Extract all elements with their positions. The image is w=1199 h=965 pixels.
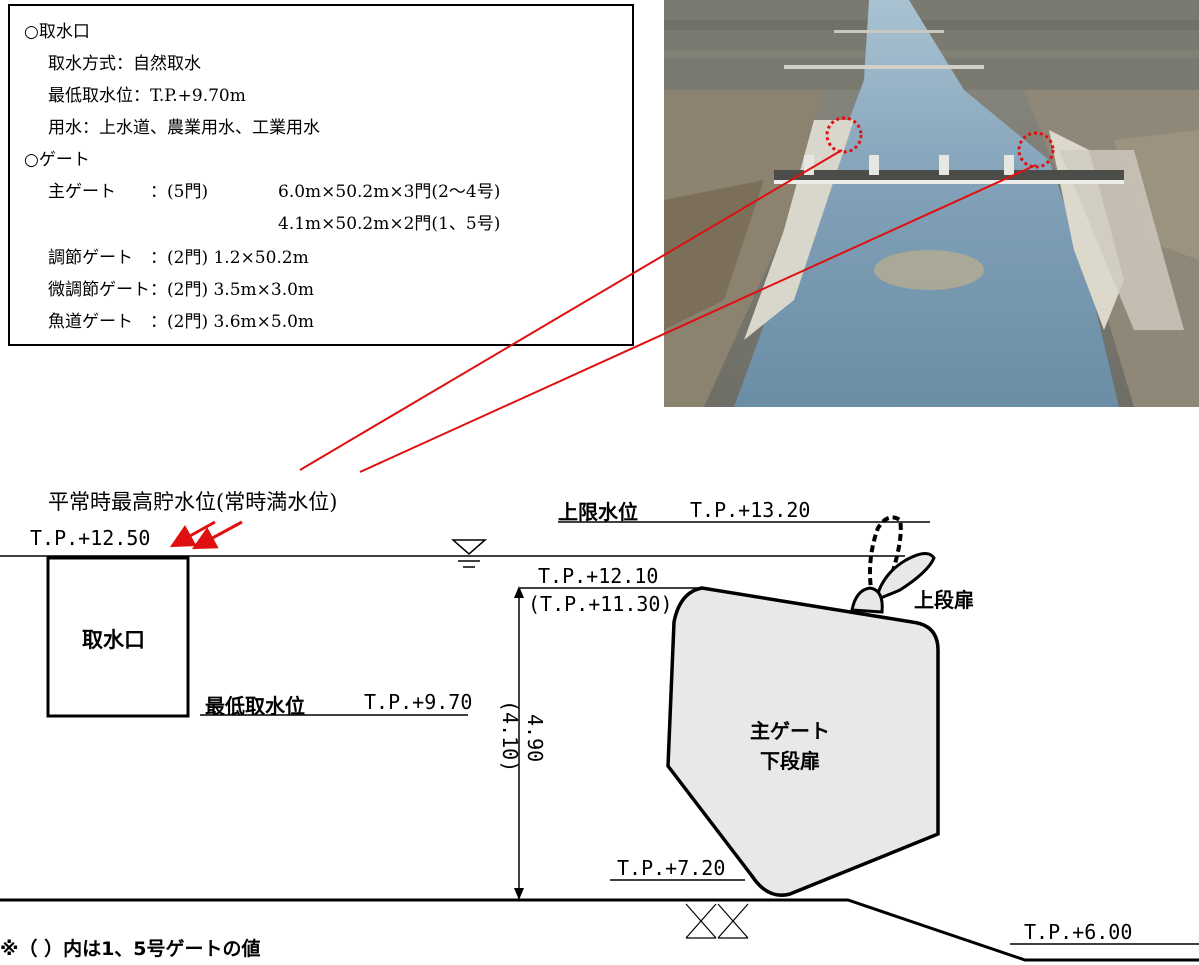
fishway-gate: 魚道ゲート ：(2門) 3.6m×5.0m [48, 312, 315, 332]
lower-gate-label: 下段扉 [760, 749, 820, 773]
footnote: ※（ ）内は1、5号ゲートの値 [0, 938, 261, 960]
intake-method: 取水方式：自然取水 [48, 54, 201, 74]
upper-limit-label: 上限水位 [558, 500, 638, 524]
main-gate-body [666, 586, 940, 897]
leader-line-left [299, 149, 843, 471]
tp720-label: T.P.+7.20 [617, 856, 726, 880]
tp970-label: T.P.+9.70 [364, 690, 473, 714]
level-arrow-right [191, 520, 243, 550]
main-gate-spec-1: 6.0m×50.2m×3門(2～4号) [278, 182, 501, 202]
main-gate-label: 主ゲート ：(5門) [48, 182, 209, 202]
tp1210-label: T.P.+12.10 [538, 564, 659, 588]
intake-box [46, 556, 190, 718]
water-level-symbol [451, 539, 487, 568]
dimension-alt-label: (4.10) [498, 700, 522, 773]
tp600-label: T.P.+6.00 [1024, 920, 1133, 944]
leader-line-right [359, 164, 1037, 473]
upper-gate-raised-outline [868, 515, 903, 600]
intake-marker-left [825, 116, 863, 154]
intake-header: ○取水口 [24, 22, 90, 42]
riverbed-line [0, 898, 1199, 962]
level-arrow-left [169, 520, 216, 548]
fine-adjust-gate: 微調節ゲート：(2門) 3.5m×3.0m [48, 280, 315, 300]
intake-box-label: 取水口 [82, 628, 145, 652]
dimension-main-label: 4.90 [523, 714, 547, 763]
adjust-gate: 調節ゲート ：(2門) 1.2×50.2m [48, 248, 309, 268]
water-use: 用水：上水道、農業用水、工業用水 [48, 118, 320, 138]
tp1130-label: (T.P.+11.30) [528, 592, 673, 616]
specification-box: ○取水口 取水方式：自然取水 最低取水位：T.P.+9.70m 用水：上水道、農… [8, 4, 634, 346]
normal-max-level-title: 平常時最高貯水位(常時満水位) [48, 490, 338, 514]
gate-header: ○ゲート [24, 150, 90, 170]
min-level-label: 最低取水位 [205, 694, 305, 718]
tp1320-label: T.P.+13.20 [690, 498, 811, 522]
foundation-hatch [685, 903, 749, 939]
gate-pivot [850, 586, 884, 614]
main-gate-spec-2: 4.1m×50.2m×2門(1、5号) [278, 214, 501, 234]
main-gate-label: 主ゲート [750, 719, 830, 743]
upper-gate-label: 上段扉 [914, 588, 974, 612]
min-intake-level: 最低取水位：T.P.+9.70m [48, 86, 246, 106]
upper-gate-leaf [873, 552, 936, 603]
intake-marker-right [1017, 131, 1055, 169]
tp1250-label: T.P.+12.50 [30, 526, 151, 550]
